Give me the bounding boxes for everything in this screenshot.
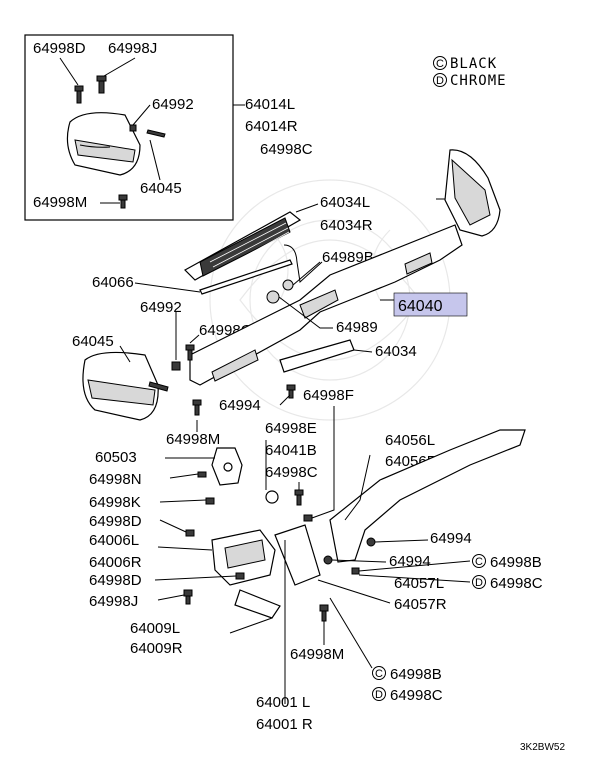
label-64998B-b: 64998B (390, 666, 442, 683)
label-64009L: 64009L (130, 620, 180, 637)
label-64057R: 64057R (394, 596, 447, 613)
label-64998C-top: 64998C (260, 141, 313, 158)
legend: C BLACK D CHROME (433, 56, 507, 89)
label-64998D: 64998D (89, 513, 142, 530)
label-64014L: 64014L (245, 96, 295, 113)
label-64998M-b: 64998M (290, 646, 344, 663)
label-64998K: 64998K (89, 494, 141, 511)
label-64998N: 64998N (89, 471, 142, 488)
label-64034R: 64034R (320, 217, 373, 234)
label-64034L: 64034L (320, 194, 370, 211)
code-c1: C (475, 556, 483, 568)
label-64045: 64045 (72, 333, 114, 350)
label-64041B: 64041B (265, 442, 317, 459)
label-64998B-a: 64998B (490, 554, 542, 571)
label-64994-a: 64994 (219, 397, 261, 414)
label-64056L: 64056L (385, 432, 435, 449)
inset-box: 64998D 64998J 64992 64045 64998M (24, 34, 245, 221)
diagram-code: 3K2BW52 (520, 742, 565, 753)
step-bar-64034 (279, 339, 355, 373)
svg-text:BLACK: BLACK (450, 56, 497, 72)
svg-text:C: C (436, 58, 444, 70)
label-64989: 64989 (336, 319, 378, 336)
label-64066: 64066 (92, 274, 134, 291)
svg-text:CHROME: CHROME (450, 73, 507, 89)
svg-text:D: D (436, 75, 444, 87)
rear-frame-64056 (329, 429, 526, 563)
svg-text:64998D: 64998D (33, 40, 86, 57)
code-c2: C (375, 668, 383, 680)
label-64001R: 64001 R (256, 716, 313, 733)
label-64998D-b: 64998D (89, 572, 142, 589)
label-64040[interactable]: 64040 (398, 298, 443, 315)
label-64998F: 64998F (303, 387, 354, 404)
label-64998M-a: 64998M (166, 431, 220, 448)
label-64014R: 64014R (245, 118, 298, 135)
label-64994-b: 64994 (430, 530, 472, 547)
label-64006R: 64006R (89, 554, 142, 571)
label-64989B: 64989B (322, 249, 374, 266)
label-64006L: 64006L (89, 532, 139, 549)
label-64001L: 64001 L (256, 694, 310, 711)
label-64998C-b: 64998C (490, 575, 543, 592)
label-64998J: 64998J (89, 593, 138, 610)
code-d1: D (475, 577, 483, 589)
label-64992: 64992 (140, 299, 182, 316)
label-64998E: 64998E (265, 420, 317, 437)
label-60503: 60503 (95, 449, 137, 466)
svg-text:64998J: 64998J (108, 40, 157, 57)
label-64009R: 64009R (130, 640, 183, 657)
highlight-64040[interactable] (393, 292, 468, 317)
label-64998C-mid: 64998C (265, 464, 318, 481)
label-64998C-c: 64998C (390, 687, 443, 704)
code-d2: D (375, 689, 383, 701)
label-64034: 64034 (375, 343, 417, 360)
svg-text:64998M: 64998M (33, 194, 87, 211)
svg-text:64992: 64992 (152, 96, 194, 113)
svg-text:64045: 64045 (140, 180, 182, 197)
